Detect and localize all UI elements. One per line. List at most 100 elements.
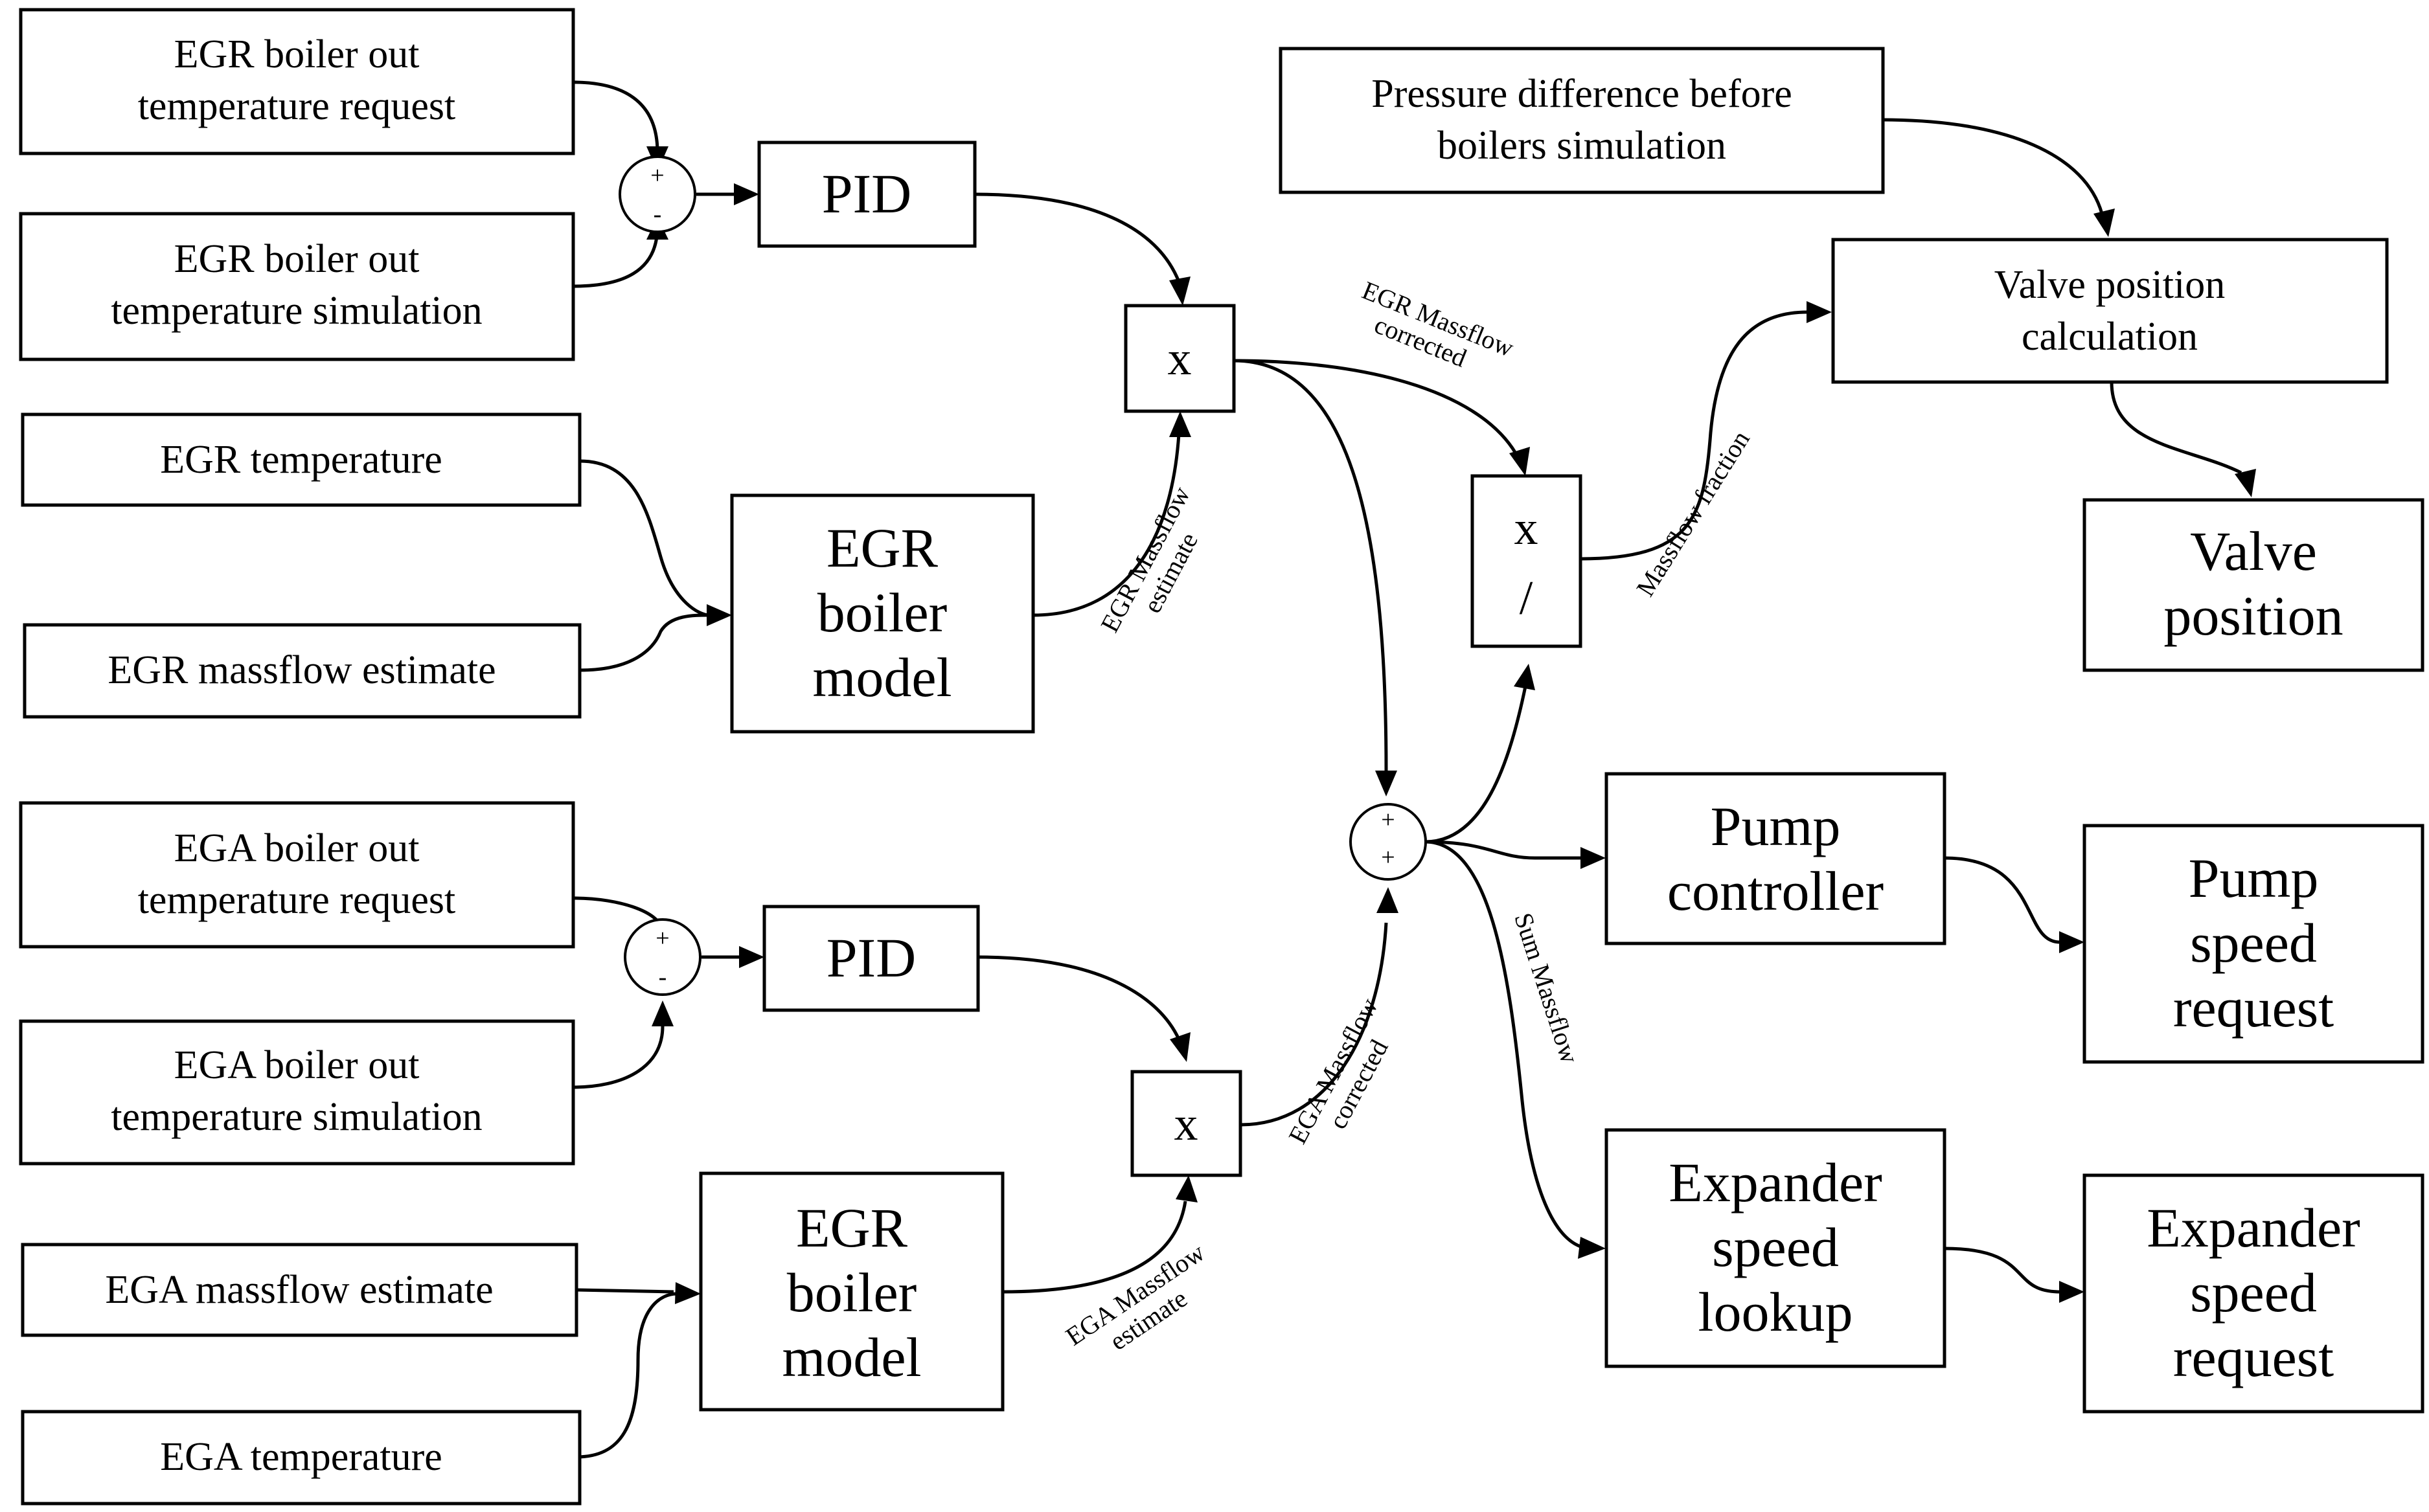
label-line-2: temperature request — [138, 878, 456, 922]
wire-sum-to-expander — [1424, 840, 1581, 1248]
connectors — [573, 80, 2256, 1459]
input-egr-boiler-out-temp-simulation: EGR boiler out temperature simulation — [19, 212, 575, 361]
label-bottom: / — [1520, 572, 1533, 625]
output-expander-speed-request: Expander speed request — [2082, 1173, 2424, 1414]
edge-label-sum-massflow: Sum Massflow — [1509, 909, 1584, 1066]
arrowhead — [739, 946, 764, 968]
ega-boiler-model-block: EGR boiler model — [699, 1171, 1005, 1412]
edge-label-ega-massflow-corrected: EGA Massflow corrected — [1283, 993, 1394, 1149]
wire-ega-corrected-to-sum — [1240, 922, 1388, 1127]
label-line-1: EGR boiler out — [174, 237, 420, 281]
multiply-block-egr: x — [1124, 304, 1236, 413]
wire-sum-to-ratio — [1424, 686, 1527, 844]
edge-label-massflow-fraction: Massflow fraction — [1630, 425, 1755, 602]
input-ega-boiler-out-temp-request: EGA boiler out temperature request — [19, 801, 575, 949]
edge-label-ega-massflow-estimate: EGA Massflow estimate — [1060, 1237, 1210, 1356]
wire-ega-temp-to-model — [576, 1292, 678, 1459]
arrowhead — [2093, 209, 2115, 237]
label: EGR massflow estimate — [108, 648, 496, 692]
label-line-1: EGA boiler out — [174, 826, 420, 870]
label-line-2: boilers simulation — [1437, 124, 1726, 168]
label-line-1: Valve — [2190, 520, 2317, 582]
wire-egr-corrected-to-ratio — [1233, 359, 1518, 455]
sign-top: + — [650, 162, 664, 189]
label-line-2: speed — [1712, 1216, 1839, 1278]
wire-ega-pid-to-multiply — [977, 955, 1181, 1041]
input-egr-temperature: EGR temperature — [21, 412, 582, 507]
arrowhead — [1176, 1175, 1198, 1202]
arrowhead — [734, 183, 759, 205]
arrowhead — [1509, 447, 1530, 476]
wire-egr-temp-to-model — [579, 459, 710, 617]
arrowhead — [2059, 931, 2084, 953]
label-line-2: temperature request — [138, 84, 456, 128]
input-ega-massflow-estimate: EGA massflow estimate — [21, 1243, 578, 1337]
label-line-2: speed — [2190, 1261, 2317, 1324]
pid-block-ega: PID — [762, 905, 980, 1012]
sign-bottom: - — [654, 201, 662, 228]
wire-egr-request-to-sum — [573, 80, 659, 153]
wire-egr-corrected-to-sum — [1233, 359, 1388, 771]
arrowhead — [2235, 469, 2256, 497]
arrowhead — [1376, 887, 1398, 913]
wire-egr-massflow-to-model — [579, 613, 710, 672]
label: PID — [827, 927, 917, 989]
label-line-2: position — [2163, 585, 2343, 647]
label-line-1: EGR — [796, 1197, 908, 1259]
label-line-2: calculation — [2022, 315, 2198, 359]
text: Massflow fraction — [1630, 425, 1755, 602]
sign-bottom: + — [1381, 844, 1395, 871]
input-ega-temperature: EGA temperature — [21, 1410, 582, 1506]
edge-label-egr-massflow-estimate: EGR Massflow estimate — [1095, 482, 1203, 637]
output-valve-position: Valve position — [2082, 498, 2424, 672]
arrowhead — [1514, 664, 1535, 690]
label-line-1: Pressure difference before — [1371, 72, 1792, 116]
valve-position-calculation-block: Valve position calculation — [1831, 238, 2389, 384]
label-line-2: controller — [1667, 860, 1884, 922]
label-line-2: boiler — [817, 581, 948, 644]
label-line-1: EGA boiler out — [174, 1043, 420, 1087]
label-line-3: model — [782, 1326, 922, 1388]
arrowhead — [1375, 771, 1397, 796]
label-line-1: Expander — [1669, 1151, 1882, 1213]
label: EGA temperature — [160, 1435, 442, 1479]
expander-speed-lookup-block: Expander speed lookup — [1604, 1128, 1946, 1368]
label-line-3: request — [2173, 976, 2334, 1039]
label-line-1: Pump — [2189, 847, 2319, 909]
label-line-1: Pump — [1711, 795, 1841, 857]
wire-egr-sim-to-sum — [573, 226, 659, 288]
arrowhead — [1578, 1237, 1606, 1259]
egr-boiler-model-block: EGR boiler model — [730, 493, 1035, 734]
label-line-1: EGR boiler out — [174, 32, 420, 76]
label-top: x — [1514, 502, 1538, 555]
wire-egr-model-to-multiply — [1032, 433, 1181, 617]
arrowhead — [675, 1282, 701, 1304]
label: EGA massflow estimate — [105, 1268, 493, 1312]
label-line-3: request — [2173, 1326, 2334, 1388]
wire-pressure-to-valve-calc — [1882, 118, 2104, 214]
arrowhead — [2059, 1281, 2084, 1303]
input-ega-boiler-out-temp-simulation: EGA boiler out temperature simulation — [19, 1019, 575, 1166]
wire-egr-pid-to-multiply — [974, 192, 1181, 282]
wire-ratio-to-valve-calc — [1580, 310, 1808, 561]
label: EGR temperature — [160, 438, 442, 482]
label: PID — [822, 163, 912, 225]
label-line-2: temperature simulation — [111, 1095, 482, 1139]
wire-expander-to-expander-speed — [1944, 1247, 2060, 1294]
sign-top: + — [656, 925, 669, 952]
arrowhead — [707, 604, 732, 626]
label-line-3: lookup — [1698, 1281, 1853, 1343]
label: x — [1174, 1098, 1198, 1151]
multiply-block-ega: x — [1130, 1070, 1242, 1177]
input-egr-massflow-estimate: EGR massflow estimate — [23, 623, 582, 719]
output-pump-speed-request: Pump speed request — [2082, 824, 2424, 1064]
text: Sum Massflow — [1509, 909, 1584, 1066]
sum-junction-egr: + - — [619, 155, 696, 233]
input-egr-boiler-out-temp-request: EGR boiler out temperature request — [19, 8, 575, 155]
wire-sum-to-pump — [1424, 840, 1580, 860]
ratio-block: x / — [1470, 474, 1582, 648]
label-line-2: boiler — [787, 1261, 917, 1324]
arrowhead — [1170, 1032, 1191, 1062]
wire-ega-massflow-to-model — [576, 1288, 674, 1294]
